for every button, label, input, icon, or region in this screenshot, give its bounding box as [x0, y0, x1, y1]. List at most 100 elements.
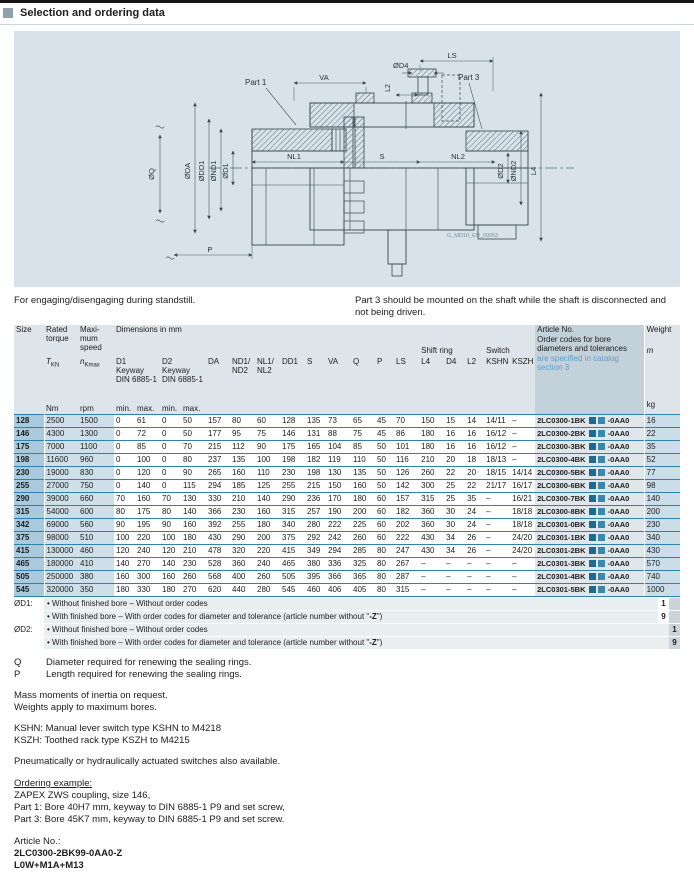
cell-s: 135 — [305, 414, 326, 428]
col-header-dimensions: Dimensions in mm — [114, 325, 420, 357]
footnote-text: • With finished bore – With order codes … — [44, 611, 658, 623]
dim-label-nl1: NL1 — [287, 152, 301, 161]
col-header-q: Q — [351, 357, 375, 401]
cell-kszh: – — [510, 427, 536, 441]
col-header-switch: Switch — [484, 325, 536, 357]
intro-text: For engaging/disengaging during standsti… — [14, 295, 680, 318]
cell-kszh: – — [510, 440, 536, 454]
cell-s: 280 — [305, 518, 326, 532]
cell-da: 330 — [206, 492, 230, 506]
cell-d1max: 330 — [135, 583, 160, 597]
cell-dd1: 375 — [280, 531, 305, 545]
cell-nl: 200 — [255, 531, 280, 545]
drawing-code: G_MD10_EN_00053 — [447, 233, 498, 239]
cell-p: 50 — [375, 479, 394, 493]
cell-p: 80 — [375, 544, 394, 558]
notes-actuation: Pneumatically or hydraulically actuated … — [14, 756, 680, 768]
cell-article-no: 2LC0301-4BK -0AA0 — [535, 570, 645, 584]
cell-kshn: – — [484, 544, 511, 558]
cell-p: 45 — [375, 427, 394, 441]
order-codes-value: L0W+M1A+M13 — [14, 860, 84, 871]
cell-p: 60 — [375, 505, 394, 519]
unit-rpm: rpm — [78, 401, 114, 415]
order-code-box-1 — [588, 508, 596, 515]
hub-part1-section — [251, 128, 333, 152]
cell-d2max: 70 — [181, 440, 206, 454]
note-line: KSZH: Toothed rack type KSZH to M4215 — [14, 735, 190, 746]
cell-nkmax: 510 — [78, 531, 114, 545]
cell-d4: – — [444, 583, 466, 597]
cell-d2min: 0 — [160, 453, 181, 467]
cell-p: 80 — [375, 557, 394, 571]
footnote-text: • With finished bore – With order codes … — [44, 637, 658, 649]
cell-l4: 210 — [419, 453, 445, 467]
cell-dd1: 545 — [280, 583, 305, 597]
footnote-code-slot1 — [658, 624, 669, 636]
article-sub-label: Order codes for bore diameters and toler… — [537, 335, 627, 353]
cell-article-no: 2LC0301-0BK -0AA0 — [535, 518, 645, 532]
cell-s: 215 — [305, 479, 326, 493]
order-code-box-2 — [597, 456, 605, 463]
notes-switches: KSHN: Manual lever switch type KSHN to M… — [14, 723, 680, 747]
cell-s: 292 — [305, 531, 326, 545]
cell-size: 255 — [14, 479, 45, 493]
cell-d4: – — [444, 557, 466, 571]
cell-l4: – — [419, 570, 445, 584]
cell-article-no: 2LC0301-2BK -0AA0 — [535, 544, 645, 558]
sleeve-outline — [309, 167, 475, 231]
order-code-box-2 — [597, 495, 605, 502]
cell-kshn: – — [484, 583, 511, 597]
cell-d1min: 140 — [114, 557, 135, 571]
note-line: Weights apply to maximum bores. — [14, 702, 157, 713]
cell-da: 366 — [206, 505, 230, 519]
table-footnotes: ØD1:• Without finished bore – Without or… — [14, 598, 680, 649]
cell-kszh: – — [510, 453, 536, 467]
cell-da: 528 — [206, 557, 230, 571]
cell-dd1: 230 — [280, 466, 305, 480]
cell-nl: 60 — [255, 414, 280, 428]
order-code-box-2 — [597, 534, 605, 541]
cell-q: 200 — [351, 505, 375, 519]
cell-kszh: 24/20 — [510, 531, 536, 545]
cell-nkmax: 600 — [78, 505, 114, 519]
footnote-row: ØD1:• Without finished bore – Without or… — [14, 598, 680, 610]
cell-weight: 98 — [644, 479, 681, 493]
cell-l4: 360 — [419, 505, 445, 519]
cell-article-no: 2LC0300-7BK -0AA0 — [535, 492, 645, 506]
cell-dd1: 505 — [280, 570, 305, 584]
order-code-box-2 — [597, 586, 605, 593]
cell-dd1: 415 — [280, 544, 305, 558]
cell-va: 222 — [326, 518, 351, 532]
cell-nl: 140 — [255, 492, 280, 506]
footnote-code-slot2: 1 — [669, 624, 680, 636]
cell-d2min: 0 — [160, 466, 181, 480]
cell-d1min: 120 — [114, 544, 135, 558]
order-code-box-1 — [588, 534, 596, 541]
cell-d4: 15 — [444, 414, 466, 428]
cell-article-no: 2LC0300-6BK -0AA0 — [535, 479, 645, 493]
cell-dd1: 146 — [280, 427, 305, 441]
cell-article-no: 2LC0300-4BK -0AA0 — [535, 453, 645, 467]
cell-d1min: 0 — [114, 414, 135, 428]
cell-nkmax: 460 — [78, 544, 114, 558]
cell-nkmax: 1100 — [78, 440, 114, 454]
cell-size: 128 — [14, 414, 45, 428]
col-header-p: P — [375, 357, 394, 401]
cell-nd: 135 — [230, 453, 255, 467]
col-header-d4: D4 — [444, 357, 466, 401]
cell-weight: 570 — [644, 557, 681, 571]
col-header-rated-torque: Rated torque — [44, 325, 78, 357]
cell-d1max: 220 — [135, 531, 160, 545]
catalog-section-link[interactable]: are specified in catalog section 3 — [537, 354, 619, 372]
cell-nkmax: 660 — [78, 492, 114, 506]
cell-nl: 75 — [255, 427, 280, 441]
order-code-box-1 — [588, 495, 596, 502]
note-line: Mass moments of inertia on request. — [14, 690, 168, 701]
footnote-label: ØD2: — [14, 625, 33, 634]
cell-d2min: 160 — [160, 570, 181, 584]
section-marker-icon — [3, 8, 13, 18]
